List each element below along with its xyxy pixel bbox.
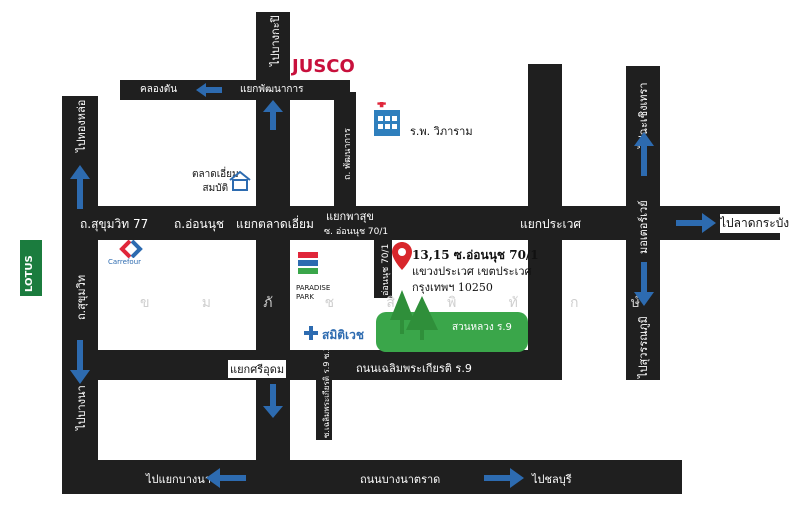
label-bang-na-trat: ถนนบางนาตราด [360, 473, 441, 486]
tree-icon [390, 290, 438, 340]
road-chaloem-r9 [62, 350, 562, 380]
label-to-chonburi: ไปชลบุรี [532, 473, 572, 486]
address-line2: แขวงประเวศ เขตประเวศ [412, 265, 532, 278]
house-icon [229, 170, 251, 191]
arrow-up-thonglor-icon [70, 165, 90, 209]
arrow-up-bang-kapi-icon [263, 100, 283, 130]
label-on-nut: ถ.อ่อนนุช [174, 217, 225, 231]
carrefour-label: Carrefour [108, 258, 142, 266]
label-motorway: มอเตอร์เวย์ [637, 200, 650, 254]
arrow-down-si-udom-icon [263, 384, 283, 418]
label-yaek-phatthanakan: แยกพัฒนาการ [240, 84, 304, 95]
paradise-park-label: PARADISE PARK [296, 284, 331, 301]
label-yaek-phatsuk: แยกพาสุข [326, 210, 374, 223]
arrow-down-bangna-icon [70, 340, 90, 384]
arrow-down-suvarnabhumi-icon [634, 262, 654, 306]
label-to-ladkrabang: ไปลาดกระบัง [720, 214, 790, 233]
arrow-up-chachoengsao-icon [634, 132, 654, 176]
lotus-label: LOTUS [24, 255, 35, 292]
road-sukhumvit-vertical [62, 96, 98, 494]
hospital-icon [374, 102, 400, 136]
samitivej-icon [304, 326, 318, 340]
arrow-right-ladkrabang-icon [676, 213, 716, 233]
label-yaek-talat-iam: แยกตลาดเอี่ยม [236, 217, 314, 231]
samitivej-label: สมิติเวช [322, 328, 365, 342]
label-soi-on-nut-70-1: ซ. อ่อนนุช 70/1 [324, 227, 389, 237]
label-sukhumvit77: ถ.สุขุมวิท 77 [80, 217, 149, 231]
seacon-logo-icon [298, 252, 318, 274]
label-yaek-si-udom: แยกศรีอุดม [228, 360, 287, 378]
road-prawet-vertical [528, 64, 562, 380]
label-to-bang-kapi: ไปบางกะปิ [269, 15, 282, 66]
address-line1: 13,15 ซ.อ่อนนุช 70/1 [412, 248, 539, 262]
road-bang-na-trat [62, 460, 682, 494]
arrow-right-chonburi-icon [484, 468, 524, 488]
label-soi2: ซ.เฉลิมพระเกียรติ ร.9 ซ.2 [322, 345, 331, 438]
jusco-logo: JUSCO [292, 56, 355, 77]
lotus-logo [20, 240, 42, 296]
road-soi2 [316, 360, 332, 440]
label-to-bangna: ไปบางนา [75, 385, 88, 430]
hospital-label: ร.พ. วิภาราม [410, 125, 473, 138]
market-label: ตลาดเอี่ยม สมบัติ [192, 169, 239, 194]
arrow-left-klong-tan-icon [196, 83, 222, 97]
carrefour-icon [119, 240, 143, 258]
label-to-suvarnabhumi: ไปสุวรรณภูมิ [637, 316, 650, 378]
park-label: สวนหลวง ร.9 [452, 322, 512, 333]
label-klong-tan: คลองตัน [140, 84, 178, 95]
address-line3: กรุงเทพฯ 10250 [412, 281, 493, 294]
label-to-thonglor: ไปทองหล่อ [75, 99, 88, 152]
label-phatthanakan: ถ. พัฒนาการ [343, 128, 353, 180]
label-sukhumvit: ถ.สุขุมวิท [75, 274, 88, 320]
label-to-yaek-bangna: ไปแยกบางนา [146, 473, 211, 486]
road-klong-tan [120, 80, 350, 100]
road-phatthanakan [334, 92, 356, 208]
road-on-nut [62, 206, 780, 240]
arrow-left-yaek-bangna-icon [206, 468, 246, 488]
label-chaloem-r9: ถนนเฉลิมพระเกียรติ ร.9 [356, 362, 472, 375]
label-yaek-prawet: แยกประเวศ [520, 217, 581, 231]
road-soi-70-1 [374, 238, 392, 298]
location-pin-icon [392, 242, 412, 270]
road-motorway [626, 66, 660, 380]
watermark: ขมภัชสิพิทักษ์ [140, 295, 640, 311]
label-on-nut-70-1-vertical: อ่อนนุช 70/1 [381, 243, 391, 296]
